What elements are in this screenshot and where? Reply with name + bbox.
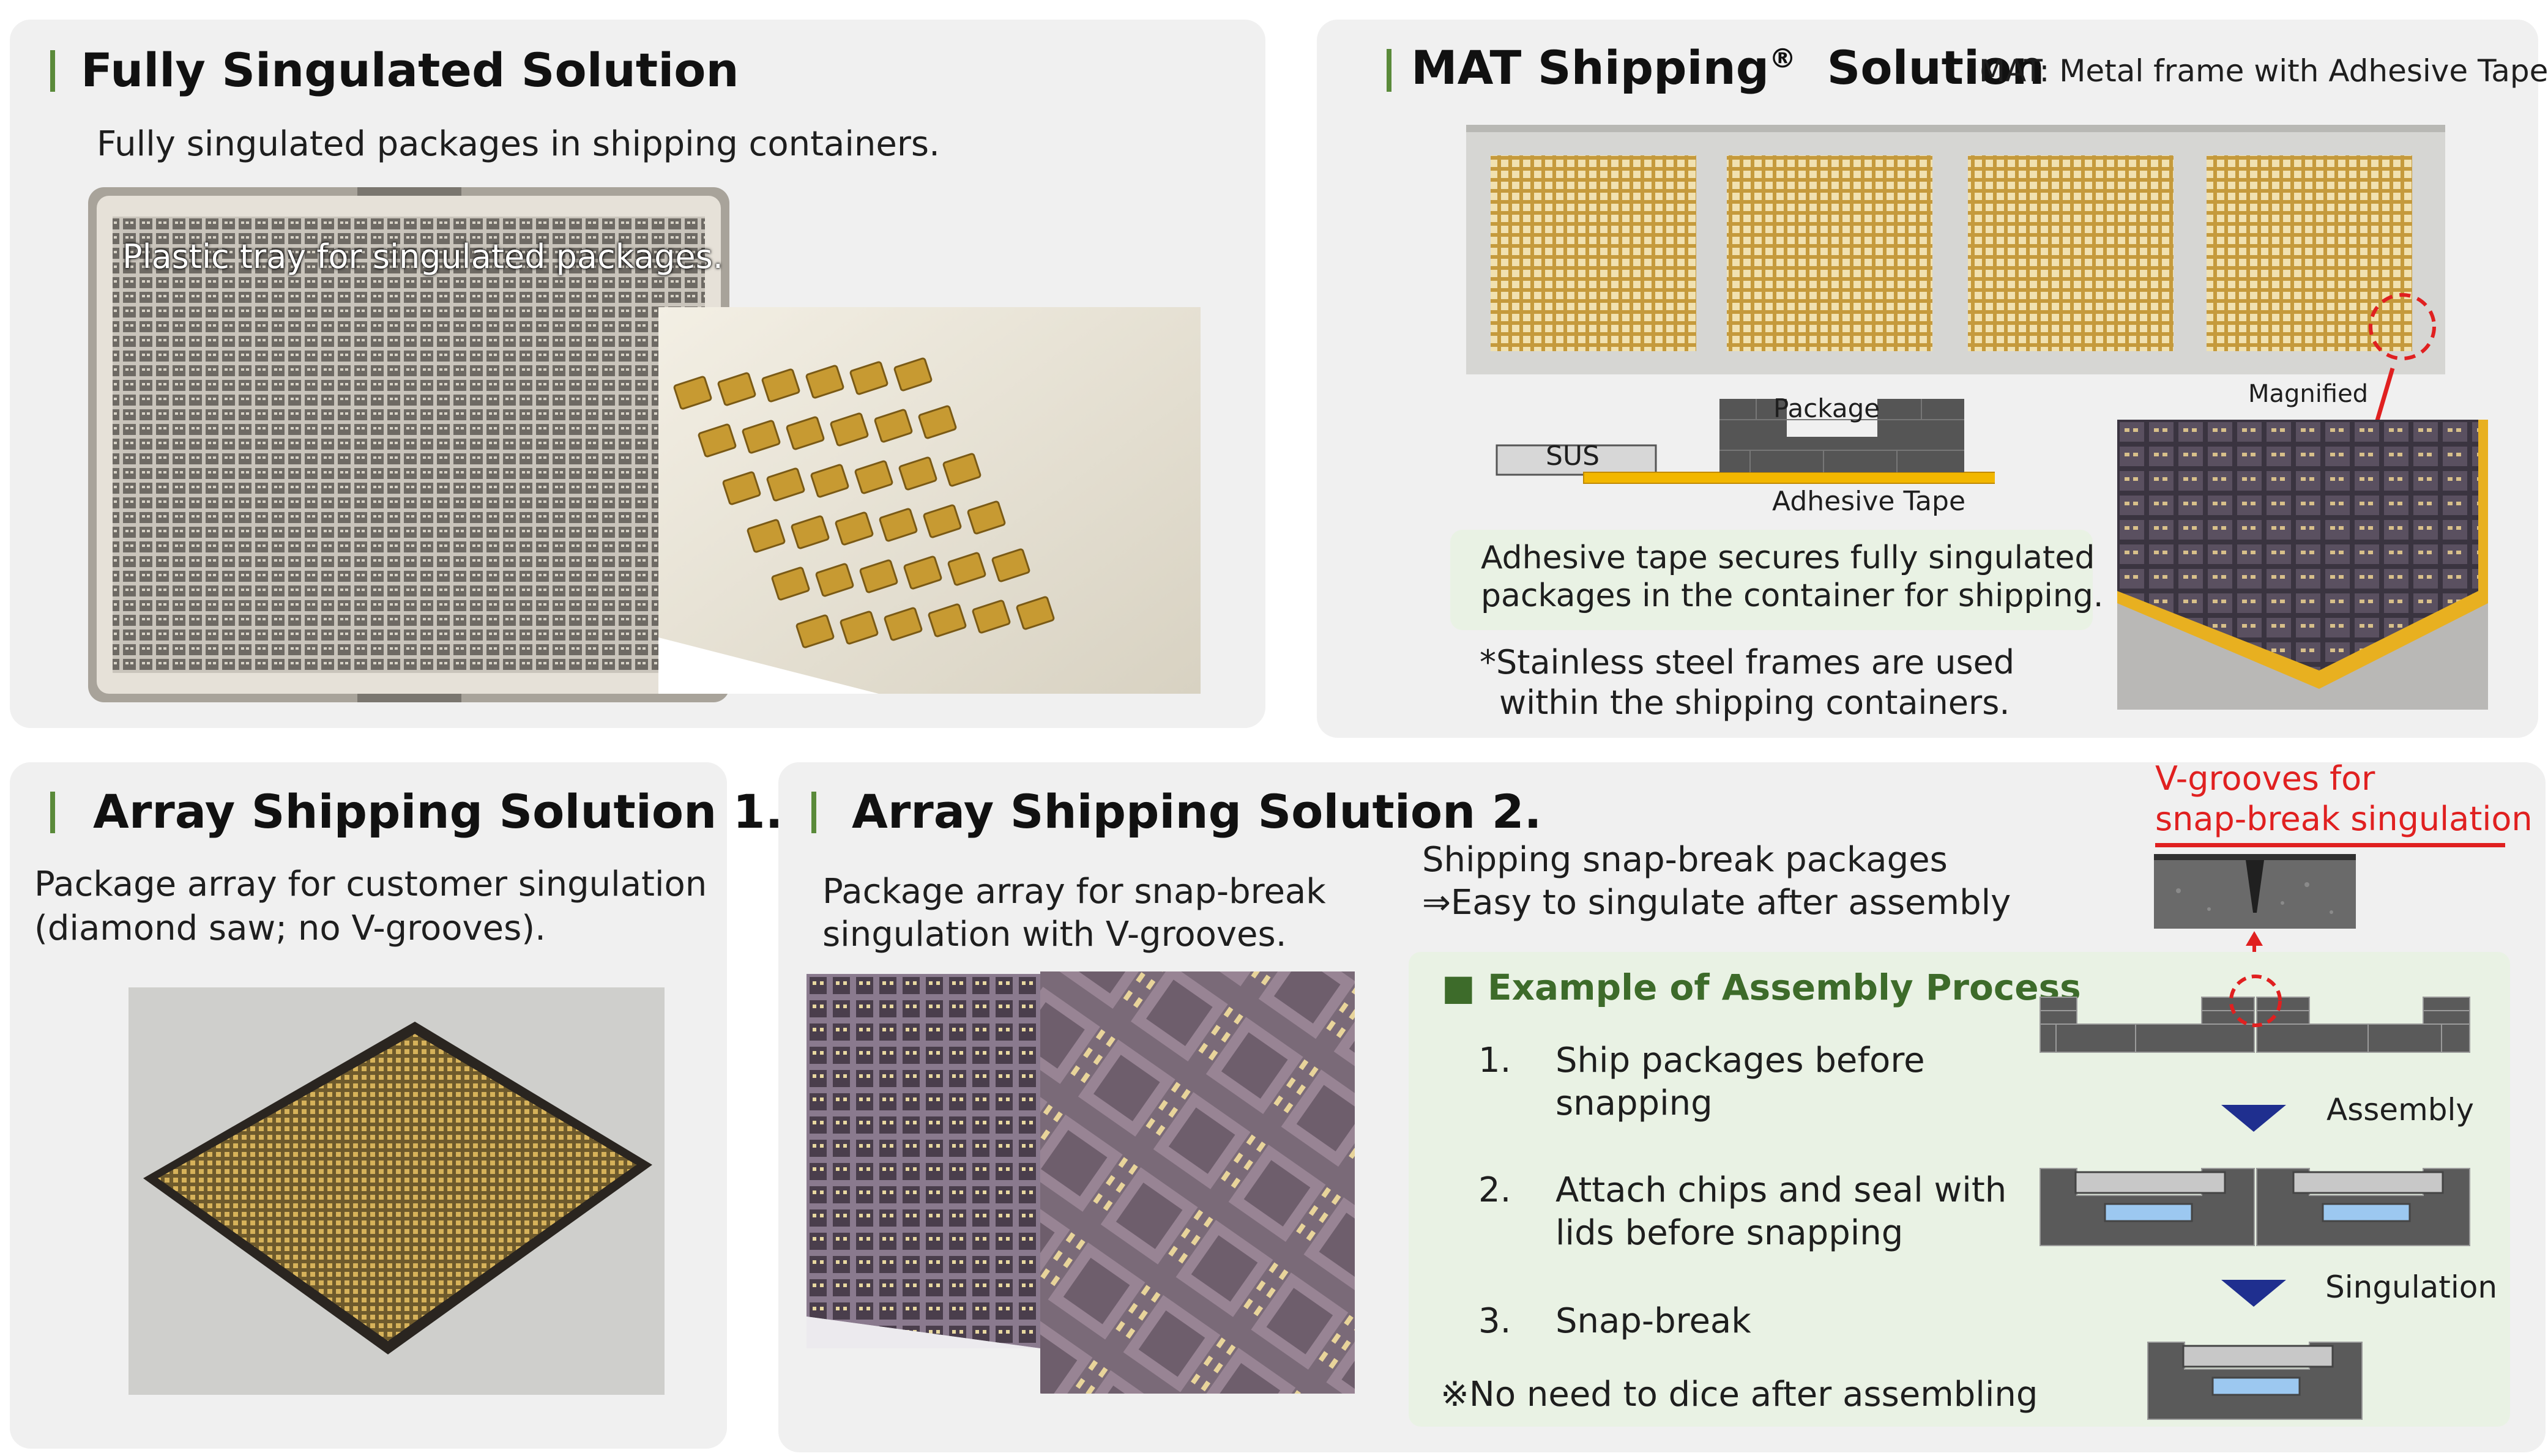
vgroove-underline xyxy=(2155,843,2505,847)
no-dice-note: ※No need to dice after assembling xyxy=(1440,1375,2038,1414)
singulated-package xyxy=(859,559,898,593)
assembly-process-diagram xyxy=(2038,967,2490,1432)
panel4-desc-line2: singulation with V-grooves. xyxy=(822,915,1287,954)
singulated-package xyxy=(673,376,712,410)
panel3-desc-line1: Package array for customer singulation xyxy=(34,864,707,904)
singulated-package xyxy=(795,614,835,648)
step-1-line1: Ship packages before xyxy=(1555,1041,1925,1080)
shipping-snapbreak-line2: ⇒Easy to singulate after assembly xyxy=(1422,883,2011,923)
singulated-package xyxy=(830,412,869,447)
mat-note-line1: Adhesive tape secures fully singulated xyxy=(1481,540,2095,576)
singulated-package xyxy=(893,357,933,392)
magnified-mat-image xyxy=(2117,420,2488,710)
magnified-label: Magnified xyxy=(2248,380,2369,408)
singulated-package xyxy=(747,519,786,553)
singulated-package xyxy=(947,552,986,586)
shipping-snapbreak-line1: Shipping snap-break packages xyxy=(1422,840,1948,880)
title-accent-bar xyxy=(50,50,55,92)
singulated-package xyxy=(884,607,923,641)
tray-caption: Plastic tray for singulated packages. xyxy=(122,237,723,276)
singulated-package xyxy=(898,456,937,491)
singulation-label: Singulation xyxy=(2325,1269,2498,1305)
panel3-desc-line2: (diamond saw; no V-grooves). xyxy=(34,908,546,948)
sus-label: SUS xyxy=(1546,440,1600,472)
registered-mark: ® xyxy=(1769,43,1797,75)
step-2-number: 2. xyxy=(1478,1170,1511,1210)
mat-note-line2: packages in the container for shipping. xyxy=(1481,578,2104,614)
panel1-title: Fully Singulated Solution xyxy=(81,43,739,97)
singulated-package xyxy=(766,467,805,502)
step-1-number: 1. xyxy=(1478,1041,1511,1080)
package-label: Package xyxy=(1773,393,1880,423)
singulated-package xyxy=(942,453,982,487)
singulated-package xyxy=(805,365,844,399)
singulated-package xyxy=(903,555,942,590)
singulated-package xyxy=(722,471,761,505)
singulated-package xyxy=(835,511,874,546)
vgroove-micrograph-image xyxy=(2154,854,2356,929)
assembly-label: Assembly xyxy=(2326,1092,2474,1127)
process-title: ■ Example of Assembly Process xyxy=(1442,967,2081,1008)
plastic-tray-image xyxy=(88,187,729,702)
adhesive-tape-label: Adhesive Tape xyxy=(1772,486,1966,517)
step-1-line2: snapping xyxy=(1555,1083,1713,1123)
singulated-package xyxy=(918,405,957,439)
mat-definition: MAT: Metal frame with Adhesive Tape xyxy=(1979,53,2548,89)
mat-cross-section-diagram xyxy=(1493,392,2070,526)
singulated-package xyxy=(874,409,913,443)
mat-package-block xyxy=(1491,155,1696,351)
panel4-desc-line1: Package array for snap-break xyxy=(822,872,1326,912)
mat-note-box xyxy=(1450,530,2093,630)
mat-title-tail: Solution xyxy=(1827,40,2045,95)
step-3-line1: Snap-break xyxy=(1555,1301,1751,1341)
singulated-package xyxy=(923,504,962,538)
step-2-line1: Attach chips and seal with xyxy=(1555,1170,2007,1210)
mat-footnote-line2: within the shipping containers. xyxy=(1499,683,2010,722)
mat-footnote-line1: *Stainless steel frames are used xyxy=(1480,643,2015,682)
mat-package-block xyxy=(2207,155,2412,351)
panel4-title: Array Shipping Solution 2. xyxy=(852,784,1542,839)
mat-frame-image xyxy=(1466,125,2445,374)
mat-package-block xyxy=(1968,155,2174,351)
singulated-package xyxy=(849,361,888,395)
singulated-packages-closeup-image xyxy=(658,307,1201,694)
vgroove-label-line2: snap-break singulation xyxy=(2155,800,2533,838)
singulated-package xyxy=(771,566,810,601)
singulated-package xyxy=(1016,596,1055,630)
panel3-title: Array Shipping Solution 1. xyxy=(93,784,783,839)
singulated-package xyxy=(717,372,756,406)
singulated-package xyxy=(761,368,800,403)
singulated-package xyxy=(991,548,1030,582)
singulated-package xyxy=(786,416,825,450)
singulated-package xyxy=(815,563,854,597)
snapbreak-array-photo-right xyxy=(1040,971,1355,1394)
panel2-title: MAT Shipping® Solution xyxy=(1411,40,2044,95)
package-array-image xyxy=(129,987,665,1395)
singulated-package xyxy=(928,603,967,637)
title-accent-bar xyxy=(50,792,55,833)
vgroove-label-line1: V-grooves for xyxy=(2155,759,2375,798)
step-3-number: 3. xyxy=(1478,1301,1511,1341)
singulated-package xyxy=(854,460,893,494)
mat-package-block xyxy=(1727,155,1932,351)
step-2-line2: lids before snapping xyxy=(1555,1213,1904,1253)
singulated-package xyxy=(879,508,918,542)
singulated-package xyxy=(791,515,830,549)
mat-title-text: MAT Shipping xyxy=(1411,40,1770,95)
singulated-package xyxy=(840,611,879,645)
snapbreak-array-photo-left xyxy=(806,974,1040,1348)
singulated-package xyxy=(810,464,849,498)
panel1-subtitle: Fully singulated packages in shipping co… xyxy=(97,124,940,164)
singulated-package xyxy=(698,423,737,458)
singulated-package xyxy=(972,600,1011,634)
singulated-package xyxy=(742,420,781,454)
title-accent-bar xyxy=(811,792,816,833)
title-accent-bar xyxy=(1387,49,1391,92)
singulated-package xyxy=(967,500,1006,535)
